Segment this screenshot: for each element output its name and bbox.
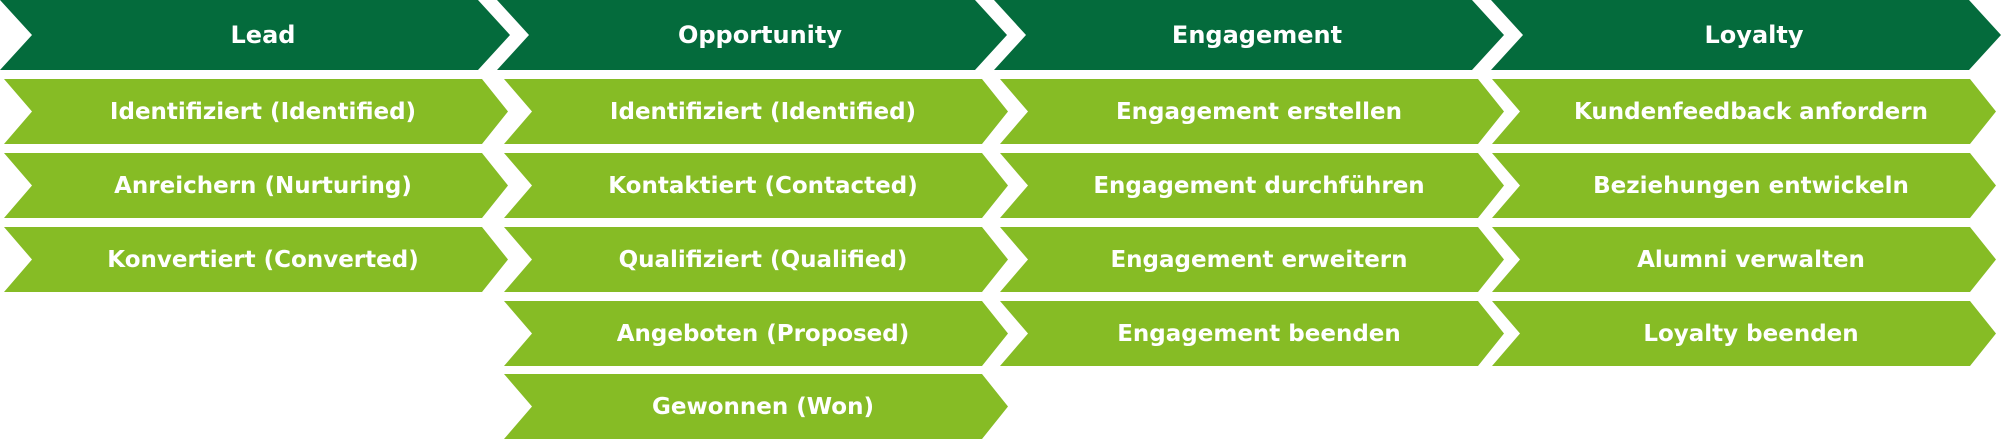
stage-title: Engagement xyxy=(1171,21,1343,49)
step-chevron xyxy=(504,153,1008,218)
stage-header-engagement: Engagement xyxy=(994,0,1504,70)
step-label: Engagement beenden xyxy=(1117,320,1401,347)
step-label: Qualifiziert (Qualified) xyxy=(618,246,908,273)
step-chevron xyxy=(4,79,508,144)
stage-header-lead: Lead xyxy=(0,0,510,70)
step-chevron xyxy=(1492,227,1996,292)
step-label: Identifiziert (Identified) xyxy=(609,98,917,125)
step-opportunity-contacted: Kontaktiert (Contacted) xyxy=(504,153,1008,218)
stage-header-loyalty: Loyalty xyxy=(1491,0,2001,70)
step-chevron xyxy=(1000,79,1504,144)
stage-chevron xyxy=(1491,0,2001,70)
step-chevron xyxy=(4,153,508,218)
step-label: Kontaktiert (Contacted) xyxy=(608,172,918,199)
step-label: Alumni verwalten xyxy=(1637,246,1865,273)
step-chevron xyxy=(504,374,1008,439)
step-chevron xyxy=(1492,153,1996,218)
step-chevron xyxy=(504,227,1008,292)
step-opportunity-qualified: Qualifiziert (Qualified) xyxy=(504,227,1008,292)
step-opportunity-proposed: Angeboten (Proposed) xyxy=(504,301,1008,366)
step-label: Loyalty beenden xyxy=(1643,320,1859,347)
step-engagement-create: Engagement erstellen xyxy=(1000,79,1504,144)
step-label: Engagement erweitern xyxy=(1110,246,1408,273)
stage-chevron xyxy=(497,0,1007,70)
step-lead-nurturing: Anreichern (Nurturing) xyxy=(4,153,508,218)
step-label: Konvertiert (Converted) xyxy=(107,246,419,273)
step-chevron xyxy=(504,301,1008,366)
step-label: Engagement erstellen xyxy=(1115,98,1403,125)
step-label: Gewonnen (Won) xyxy=(651,393,874,420)
stage-chevron xyxy=(994,0,1504,70)
stage-chevron xyxy=(0,0,510,70)
step-loyalty-feedback: Kundenfeedback anfordern xyxy=(1492,79,1996,144)
stage-title: Lead xyxy=(230,21,296,49)
step-loyalty-relationships: Beziehungen entwickeln xyxy=(1492,153,1996,218)
step-engagement-expand: Engagement erweitern xyxy=(1000,227,1504,292)
step-chevron xyxy=(1000,301,1504,366)
step-opportunity-identified: Identifiziert (Identified) xyxy=(504,79,1008,144)
step-chevron xyxy=(1492,301,1996,366)
step-lead-converted: Konvertiert (Converted) xyxy=(4,227,508,292)
stage-header-opportunity: Opportunity xyxy=(497,0,1007,70)
step-opportunity-won: Gewonnen (Won) xyxy=(504,374,1008,439)
step-label: Anreichern (Nurturing) xyxy=(114,172,412,199)
step-label: Angeboten (Proposed) xyxy=(616,320,910,347)
stage-title: Opportunity xyxy=(677,21,843,49)
step-label: Kundenfeedback anfordern xyxy=(1573,98,1929,125)
step-engagement-execute: Engagement durchführen xyxy=(1000,153,1504,218)
step-label: Beziehungen entwickeln xyxy=(1593,172,1909,199)
step-chevron xyxy=(1000,227,1504,292)
step-label: Engagement durchführen xyxy=(1093,172,1425,199)
stage-title: Loyalty xyxy=(1704,21,1804,49)
step-chevron xyxy=(4,227,508,292)
step-lead-identified: Identifiziert (Identified) xyxy=(4,79,508,144)
step-engagement-end: Engagement beenden xyxy=(1000,301,1504,366)
step-loyalty-end: Loyalty beenden xyxy=(1492,301,1996,366)
step-chevron xyxy=(504,79,1008,144)
step-label: Identifiziert (Identified) xyxy=(109,98,417,125)
step-loyalty-alumni: Alumni verwalten xyxy=(1492,227,1996,292)
step-chevron xyxy=(1492,79,1996,144)
step-chevron xyxy=(1000,153,1504,218)
